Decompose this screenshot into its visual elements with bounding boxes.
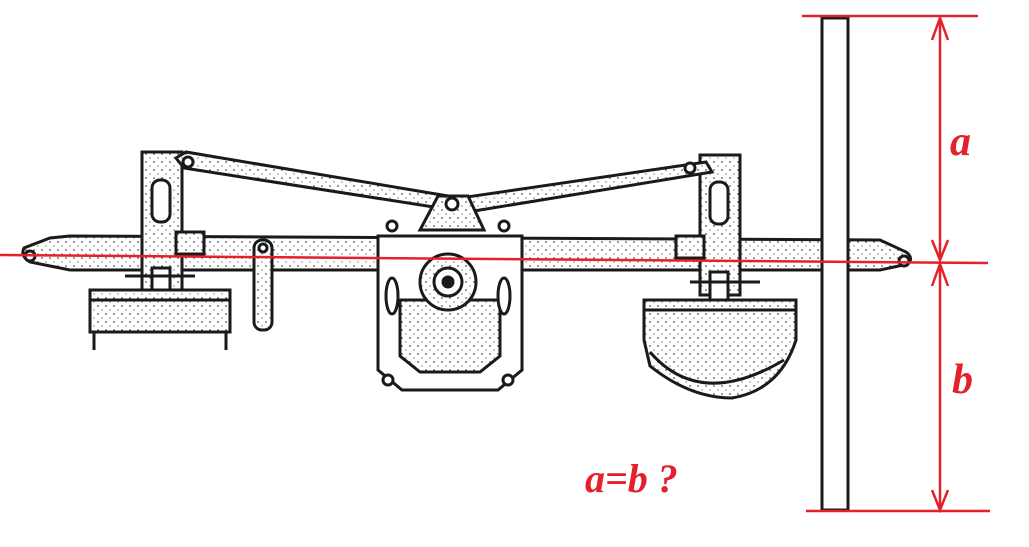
right-arm-block [674,153,760,302]
question-label: a=b ? [585,456,678,501]
vertical-bar [820,16,850,512]
right-skid [642,298,798,400]
left-arm-block [125,150,206,300]
left-post [252,238,274,332]
left-skid [88,288,232,350]
arrow-b-top [930,260,950,287]
arrow-a-bottom [930,239,950,264]
annotation-lines [0,14,990,514]
axis-reference-line [0,253,989,265]
dimension-b-label: b [952,357,973,403]
arrow-a-top [930,14,950,41]
dimension-a-label: a [950,119,971,165]
arrow-b-bottom [930,489,950,514]
central-pivot [417,194,487,232]
gear-housing [376,219,524,392]
